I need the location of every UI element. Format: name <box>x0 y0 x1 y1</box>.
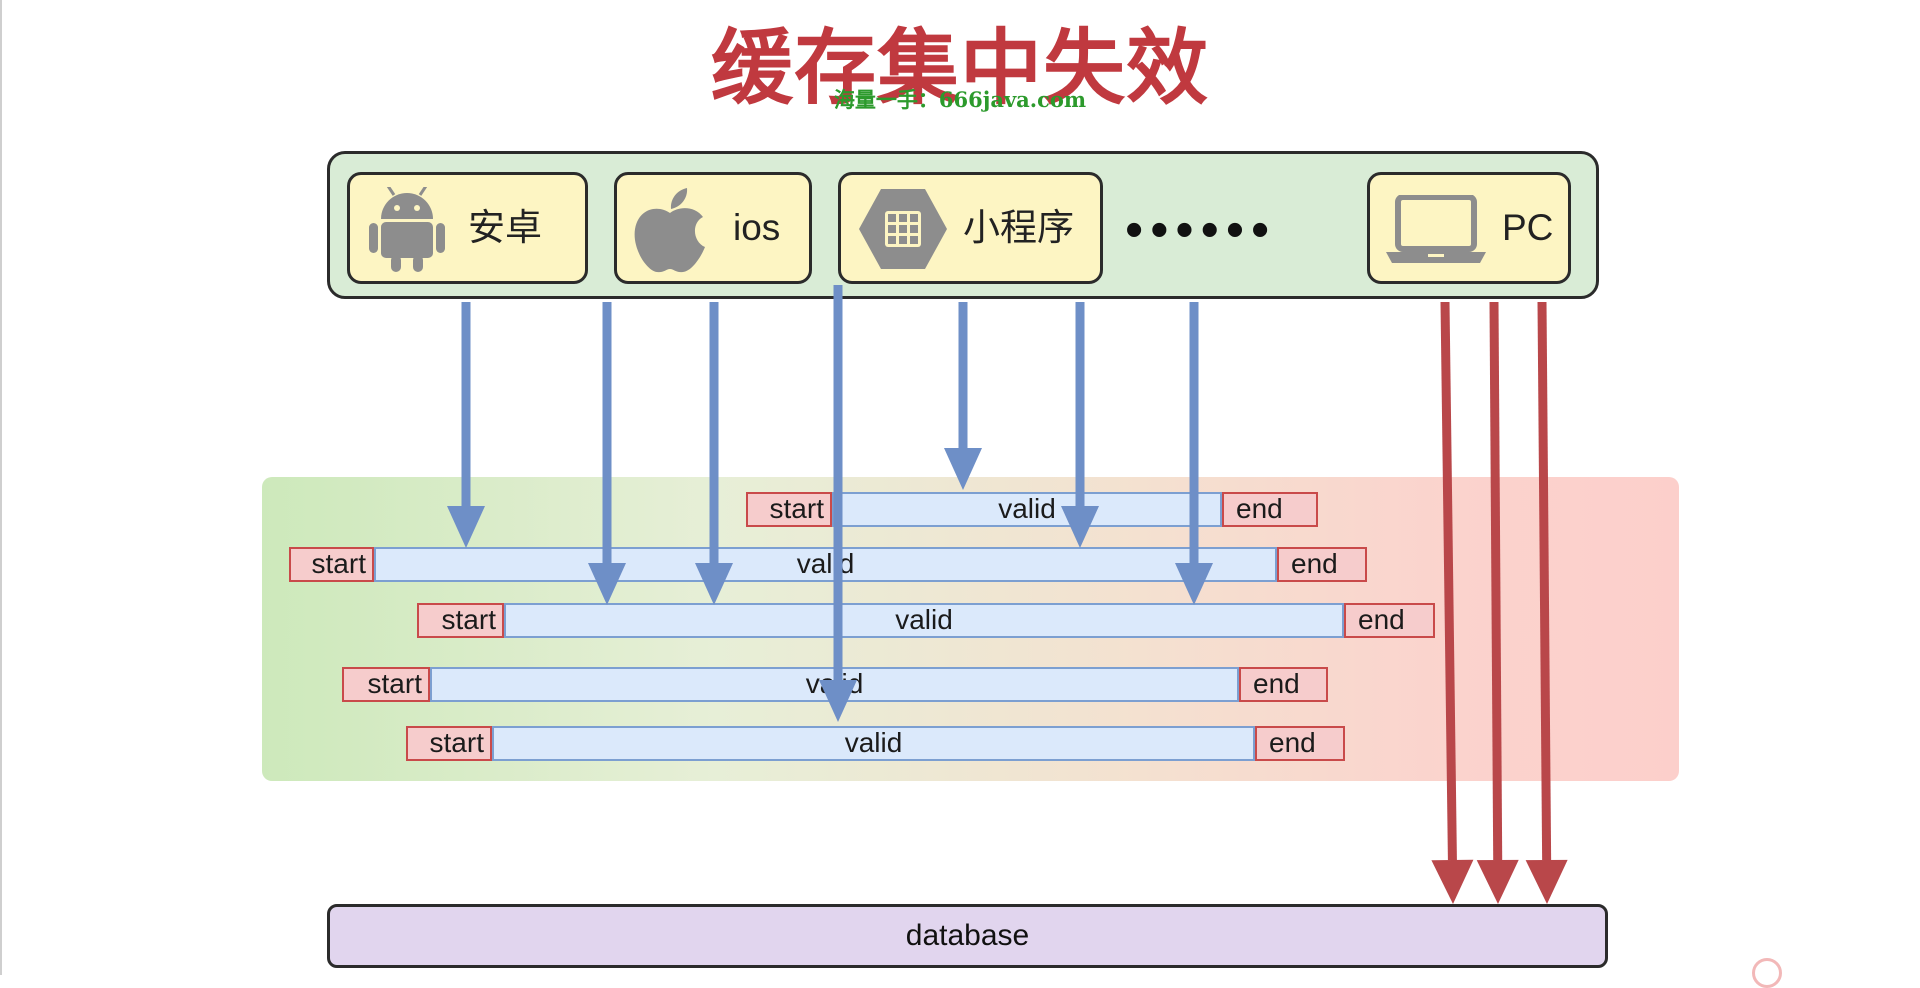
database-request-arrow <box>1476 301 1519 904</box>
cache-row-3-start: start <box>417 603 504 638</box>
cache-row-5-end: end <box>1255 726 1345 761</box>
client-label-pc: PC <box>1502 207 1554 248</box>
cache-row-2-start: start <box>289 547 374 582</box>
cache-request-arrow <box>1175 302 1213 605</box>
cache-row-4-end: end <box>1239 667 1328 702</box>
apple-icon <box>629 185 711 275</box>
cache-row-5-valid: valid <box>492 726 1255 761</box>
cache-row-1-end: end <box>1222 492 1318 527</box>
cache-row-3-end: end <box>1344 603 1435 638</box>
android-icon <box>364 185 450 273</box>
cache-request-arrow <box>819 285 857 722</box>
database-box: database <box>327 904 1608 968</box>
laptop-icon <box>1386 194 1486 265</box>
more-clients-ellipsis: •••••• <box>1125 201 1277 259</box>
client-mini-program: 小程序 <box>838 172 1103 284</box>
cache-request-arrow <box>944 302 982 490</box>
cache-row-3-valid: valid <box>504 603 1344 638</box>
mini-program-icon <box>857 187 949 271</box>
client-label-ios: ios <box>733 207 781 248</box>
cache-request-arrow <box>447 302 485 548</box>
client-android: 安卓 <box>347 172 588 284</box>
cache-row-4-start: start <box>342 667 430 702</box>
cache-request-arrow <box>1061 302 1099 548</box>
cache-request-arrow <box>588 302 626 605</box>
cache-row-2-end: end <box>1277 547 1367 582</box>
client-label-android: 安卓 <box>468 207 542 248</box>
cache-row-1-valid: valid <box>832 492 1222 527</box>
cache-request-arrow <box>695 302 733 605</box>
cache-row-2-valid: valid <box>374 547 1277 582</box>
diagram-title: 缓存集中失效 <box>710 21 1209 116</box>
client-label-mini-program: 小程序 <box>963 207 1074 248</box>
database-request-arrow <box>1525 301 1568 904</box>
client-ios: ios <box>614 172 812 284</box>
corner-mark <box>1752 958 1782 988</box>
database-request-arrow <box>1431 301 1474 904</box>
cache-row-5-start: start <box>406 726 492 761</box>
cache-row-1-start: start <box>746 492 832 527</box>
left-edge-line <box>0 0 2 975</box>
client-pc: PC <box>1367 172 1571 284</box>
watermark: 海量一手：666java.com <box>833 87 1087 112</box>
